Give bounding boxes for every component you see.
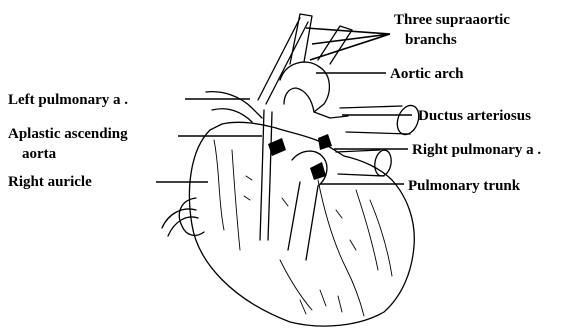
leader-lines xyxy=(156,28,412,184)
aplastic-aorta-vessel xyxy=(260,110,272,240)
label-right-pulmonary: Right pulmonary a . xyxy=(412,142,541,158)
sulcus-line xyxy=(318,180,364,316)
shade-root-3 xyxy=(310,162,326,180)
leader-supraaortic xyxy=(306,28,390,60)
labels: Three supraaortic branchs Aortic arch Le… xyxy=(8,12,541,194)
supraaortic-branch-1 xyxy=(258,18,308,104)
label-pulmonary-trunk: Pulmonary trunk xyxy=(408,178,521,194)
label-aortic-arch: Aortic arch xyxy=(390,66,464,82)
aortic-arch-shape xyxy=(280,62,329,112)
label-three-supraaortic-line1: Three supraaortic xyxy=(394,12,510,28)
texture-left xyxy=(214,140,240,250)
label-aplastic-line2: aorta xyxy=(22,146,57,162)
heart-drawing xyxy=(162,14,423,326)
texture-bottom xyxy=(280,260,342,314)
label-aplastic-line1: Aplastic ascending xyxy=(8,126,128,142)
ductus-tube xyxy=(340,106,410,134)
supraaortic-branch-2 xyxy=(290,14,312,64)
label-left-pulmonary: Left pulmonary a . xyxy=(8,92,128,108)
label-ductus-arteriosus: Ductus arteriosus xyxy=(418,108,531,124)
left-pulmonary-vessel xyxy=(206,92,262,122)
label-right-auricle: Right auricle xyxy=(8,174,92,190)
texture-right xyxy=(356,190,392,276)
label-three-supraaortic-line2: branchs xyxy=(405,32,457,48)
